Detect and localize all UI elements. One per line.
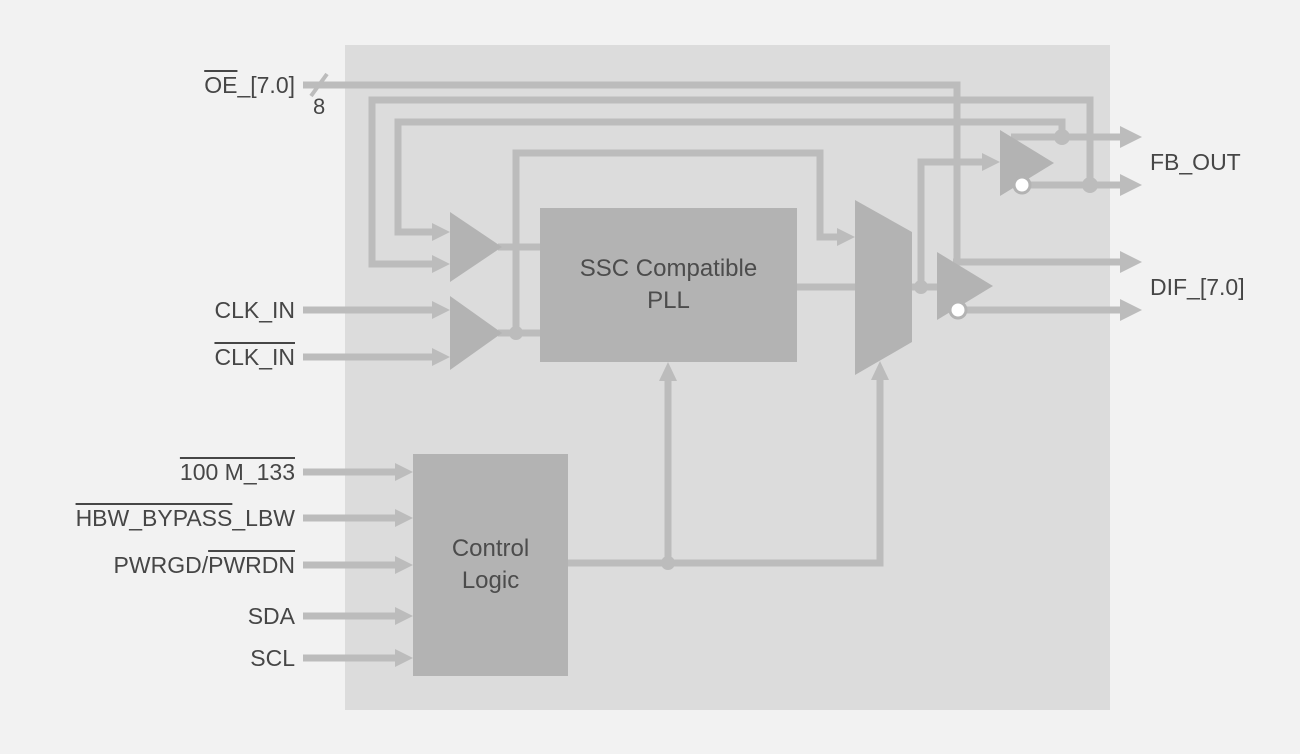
control-logic-block: Control Logic <box>413 454 568 676</box>
clock-input-buffer <box>450 296 502 370</box>
wire-feedback-inner <box>394 118 1066 236</box>
label-oe: OE_[7.0] <box>204 71 295 99</box>
label-100m-133: 100 M_133 <box>180 458 295 486</box>
wire-oe <box>303 81 961 264</box>
wire-ctrl-main <box>568 379 884 567</box>
arrowhead-up <box>659 362 677 381</box>
inverter-bubbles <box>948 175 1032 320</box>
arrowhead <box>395 649 413 667</box>
hbw-overlined-part: HBW_BYPASS <box>75 505 233 531</box>
label-clk-in-b: CLK_IN <box>214 343 295 371</box>
dif-output-buffer <box>937 252 993 320</box>
pwrgd-plain-part: PWRGD/ <box>113 552 209 578</box>
junction-dots <box>509 129 1098 570</box>
junction-dot <box>1054 129 1070 145</box>
arrowhead-output <box>1120 251 1142 273</box>
oe-rest-part: _[7.0] <box>237 72 295 98</box>
arrowhead <box>432 223 450 241</box>
wire-mux-to-fbbuf <box>917 158 984 287</box>
arrowhead-output <box>1120 299 1142 321</box>
arrowhead <box>395 509 413 527</box>
control-label-line2: Logic <box>461 567 520 594</box>
pll-label-line2: PLL <box>647 287 690 314</box>
inverter-bubble <box>1012 175 1032 195</box>
label-scl: SCL <box>250 645 295 671</box>
label-bus-width: 8 <box>313 94 326 119</box>
junction-dot <box>661 556 675 570</box>
arrowhead <box>395 556 413 574</box>
junction-dot <box>1082 177 1098 193</box>
arrowhead <box>837 228 855 246</box>
label-clk-in: CLK_IN <box>214 297 295 323</box>
arrowhead <box>432 301 450 319</box>
arrowhead-up <box>871 361 889 380</box>
output-mux <box>855 200 912 375</box>
arrowhead <box>395 463 413 481</box>
wire-feedback-outer <box>368 96 1094 268</box>
100m-overlined-part: 100 M_133 <box>179 459 295 485</box>
label-hbw-bypass-lbw: HBW_BYPASS_LBW <box>76 504 295 532</box>
fb-output-buffer <box>1000 130 1054 196</box>
feedback-input-buffer <box>450 212 502 282</box>
clk-in-b-overlined-part: CLK_IN <box>214 344 295 370</box>
arrowhead-output <box>1120 126 1142 148</box>
shapes <box>450 130 1054 375</box>
arrowhead <box>982 153 1000 171</box>
wire-bypass <box>512 149 839 333</box>
arrowhead-output <box>1120 174 1142 196</box>
label-dif: DIF_[7.0] <box>1150 274 1245 300</box>
inverter-bubble <box>948 300 968 320</box>
control-label-line1: Control <box>451 535 530 562</box>
arrowhead <box>432 348 450 366</box>
label-fb-out: FB_OUT <box>1150 149 1241 175</box>
hbw-rest-part: _LBW <box>232 505 295 531</box>
label-pwrgd-pwrdn: PWRGD/PWRDN <box>114 551 295 579</box>
bus-width-slash <box>309 72 329 98</box>
arrowheads <box>395 126 1142 667</box>
arrowhead <box>395 607 413 625</box>
label-sda: SDA <box>247 603 295 629</box>
oe-overlined-part: OE <box>204 72 238 98</box>
arrowhead <box>432 255 450 273</box>
junction-dot <box>509 326 523 340</box>
junction-dot <box>914 280 928 294</box>
pwrdn-overlined-part: PWRDN <box>208 552 295 578</box>
pll-block: SSC Compatible PLL <box>540 208 797 362</box>
pll-label-line1: SSC Compatible <box>579 255 758 282</box>
